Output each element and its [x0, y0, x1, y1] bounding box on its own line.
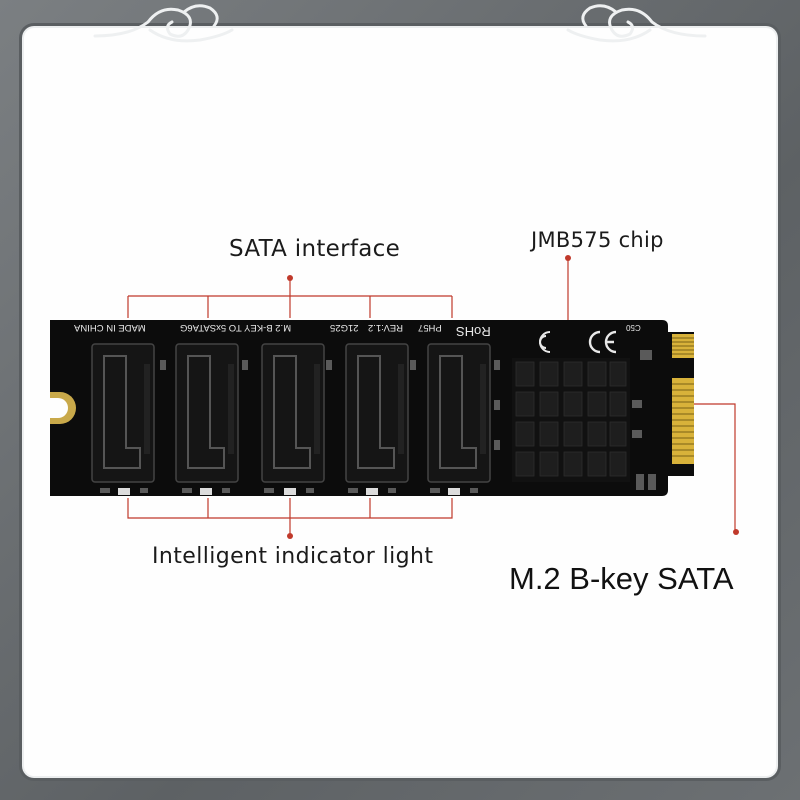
pcb-rev: REV:1.2 — [368, 322, 404, 333]
smd-components — [100, 350, 656, 493]
pcb-made-in: MADE IN CHINA — [74, 322, 146, 333]
ce-mark-icon — [588, 330, 617, 354]
sata-port — [345, 343, 409, 483]
cloud-ornament-icon — [566, 4, 707, 43]
sata-port — [427, 343, 491, 483]
fcc-mark-icon — [539, 331, 551, 353]
pcb-date: 21G25 — [330, 322, 359, 333]
chip-label: JMB575 chip — [531, 228, 664, 252]
pcb-part: PH57 — [418, 322, 442, 333]
sata-port — [261, 343, 325, 483]
pcb-model: M.2 B-KEY TO 5xSATA6G — [180, 322, 292, 333]
indicator-light-label: Intelligent indicator light — [152, 544, 434, 569]
sata-ports — [91, 343, 491, 483]
m2-bkey-label: M.2 B-key SATA — [509, 561, 734, 596]
cloud-ornament-icon — [93, 4, 234, 43]
indicator-lights — [118, 488, 460, 495]
pcb-rohs: RoHS — [456, 324, 491, 339]
sata-interface-label: SATA interface — [229, 236, 401, 262]
sata-port — [91, 343, 155, 483]
gold-contacts — [672, 334, 694, 464]
sata-port — [175, 343, 239, 483]
heatsink — [512, 358, 630, 482]
pcb-cap: C50 — [626, 323, 641, 332]
